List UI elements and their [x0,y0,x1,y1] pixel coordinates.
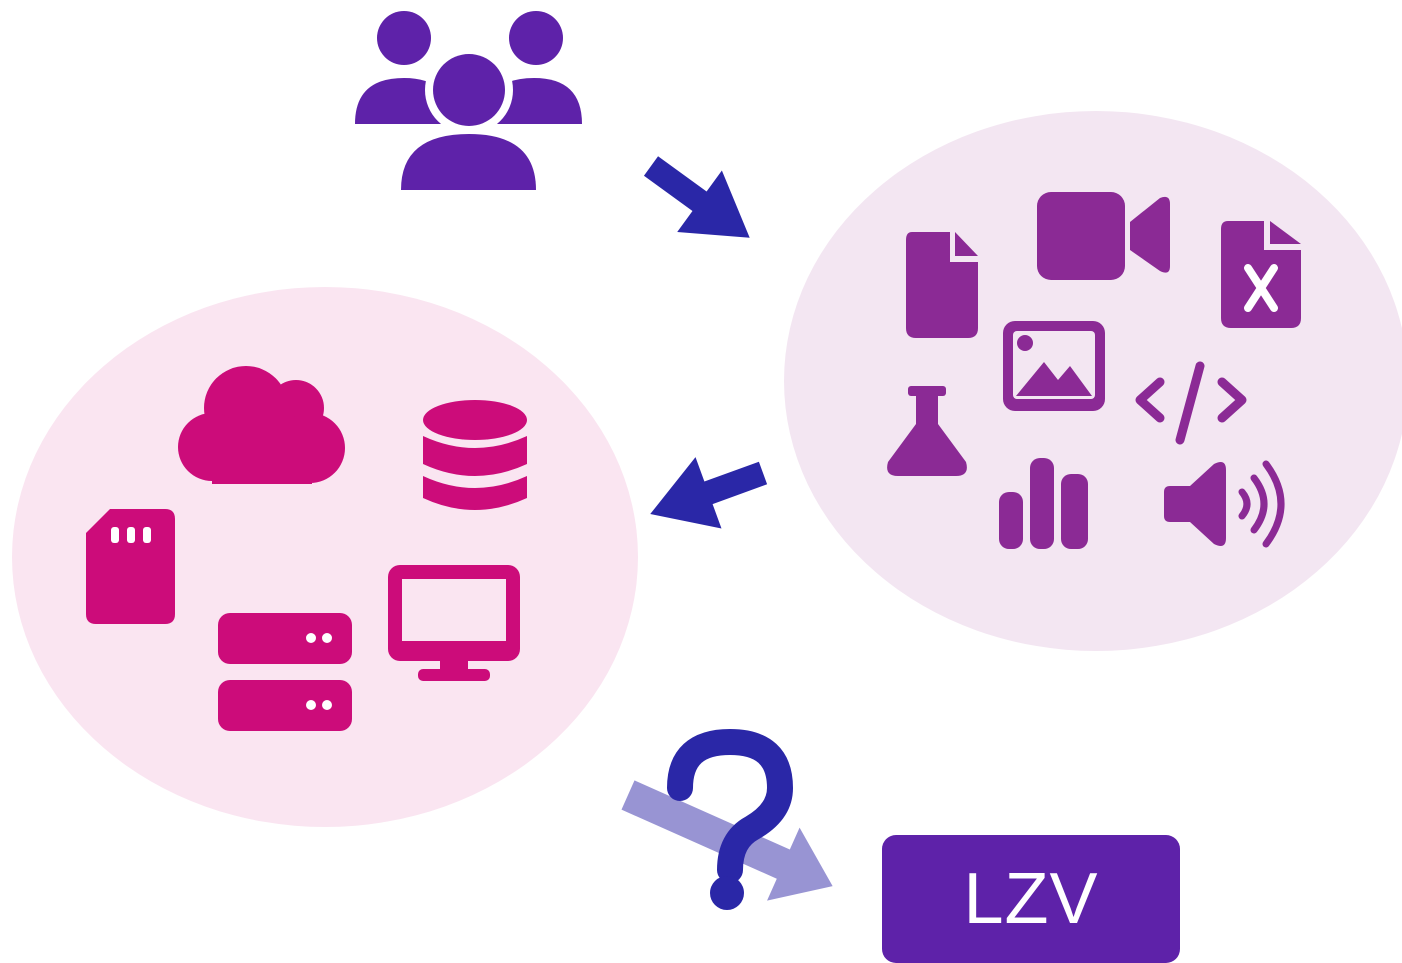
file-icon [906,232,978,338]
video-icon [1037,192,1170,280]
sd-card-icon [86,509,175,624]
bar-chart-icon [999,458,1088,549]
question-mark-icon [667,728,794,910]
lzv-box: LZV [882,835,1180,963]
speaker-icon [1164,460,1285,548]
database-icon [423,400,527,510]
excel-file-icon [1221,221,1301,328]
users-icon [355,11,582,196]
flask-icon [887,386,967,476]
server-icon [218,613,352,731]
arrow-to-storage [650,457,768,529]
monitor-icon [388,565,520,681]
arrow-to-data [643,156,750,238]
cloud-icon [178,366,345,484]
image-icon [1003,321,1105,411]
code-icon [1135,361,1247,445]
lzv-label: LZV [963,859,1099,939]
